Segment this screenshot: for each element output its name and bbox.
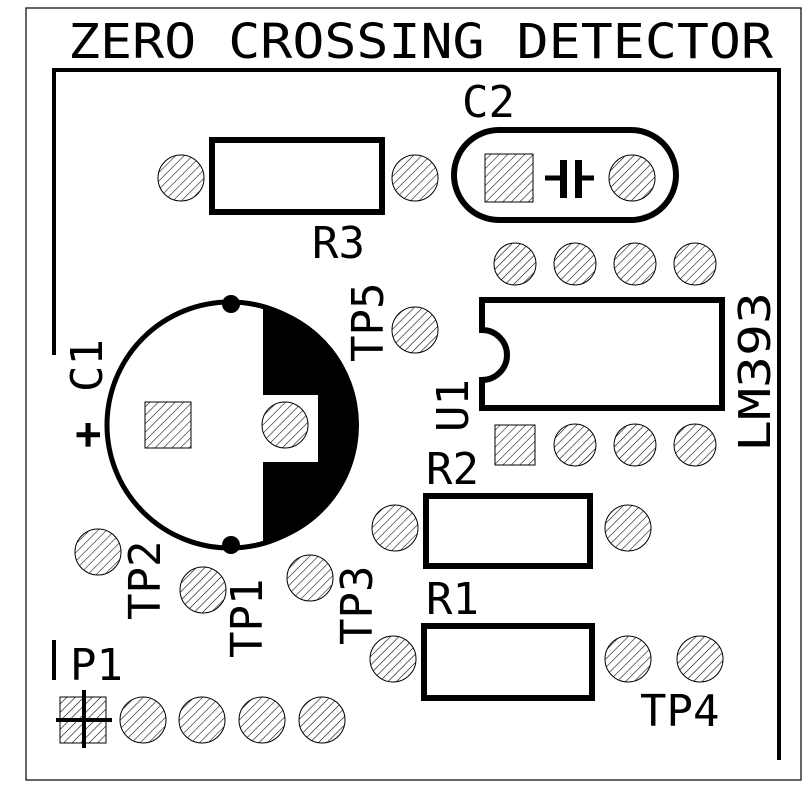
u1-pad-8[interactable] [493,242,537,286]
resistor-r1[interactable]: R1 [369,574,652,701]
u1-pad-1[interactable] [494,424,536,466]
c1-band-end-top [222,295,240,313]
r3-label: R3 [312,218,365,269]
r1-label: R1 [426,574,479,625]
tp5-label: TP5 [343,283,394,362]
tp3-pad[interactable] [286,554,334,602]
c2-outline [451,127,679,223]
p1-pad-5[interactable] [298,696,346,744]
ic-u1[interactable]: U1 LM393 [428,292,781,452]
c2-label: C2 [462,77,515,128]
p1-pad-2[interactable] [119,696,167,744]
board-outline [25,7,802,781]
r1-pad-1[interactable] [369,635,417,683]
board-title: ZERO CROSSING DETECTOR [68,14,773,70]
tp1-label: TP1 [222,579,273,658]
c1-label: C1 [62,339,113,392]
resistor-r2[interactable]: R2 [371,444,652,569]
test-point-tp2[interactable]: TP2 [74,528,171,620]
capacitor-c2[interactable]: C2 [451,77,679,223]
r1-pad-2[interactable] [604,635,652,683]
pin1-cross-icon [56,690,112,748]
tp4-label: TP4 [640,686,719,737]
c2-pad-2[interactable] [608,154,656,202]
u1-pad-5[interactable] [673,242,717,286]
u1-body [479,297,725,411]
capacitor-symbol-icon [545,160,594,198]
u1-label: U1 [428,379,479,432]
p1-pad-4[interactable] [238,696,286,744]
tp2-label: TP2 [120,541,171,620]
test-point-tp5[interactable]: TP5 [343,283,439,362]
r2-body [423,493,593,569]
r3-body [209,137,385,215]
tp3-label: TP3 [332,566,383,645]
u1-pad-6[interactable] [613,242,657,286]
c1-band-end-bottom [222,536,240,554]
c1-pad-positive[interactable] [144,401,192,449]
r2-pad-2[interactable] [604,504,652,552]
u1-value: LM393 [730,292,781,452]
u1-pad-7[interactable] [553,242,597,286]
c1-negative-band [263,305,359,545]
p1-label: P1 [70,640,123,691]
p1-pad-3[interactable] [178,696,226,744]
u1-top-pads [493,242,717,286]
test-point-tp3[interactable]: TP3 [286,554,383,645]
test-point-tp4[interactable]: TP4 [640,635,724,737]
connector-p1[interactable]: P1 [56,640,346,748]
test-point-tp1[interactable]: TP1 [179,566,273,658]
u1-bottom-pads [494,423,717,467]
tp5-pad[interactable] [391,306,439,354]
r3-pad-2[interactable] [391,154,439,202]
c2-pad-1[interactable] [484,153,534,203]
resistor-r3[interactable]: R3 [157,137,439,269]
tp2-pad[interactable] [74,528,122,576]
c1-polarity-mark: + [62,422,113,449]
capacitor-c1[interactable]: C1 + [62,295,359,554]
u1-pad-3[interactable] [613,423,657,467]
r3-pad-1[interactable] [157,154,205,202]
c1-pad-negative[interactable] [261,401,309,449]
r2-label: R2 [426,444,479,495]
u1-pad-2[interactable] [553,423,597,467]
u1-pad-4[interactable] [673,423,717,467]
r1-body [421,623,595,701]
tp4-pad[interactable] [676,635,724,683]
tp1-pad[interactable] [179,566,227,614]
r2-pad-1[interactable] [371,504,419,552]
